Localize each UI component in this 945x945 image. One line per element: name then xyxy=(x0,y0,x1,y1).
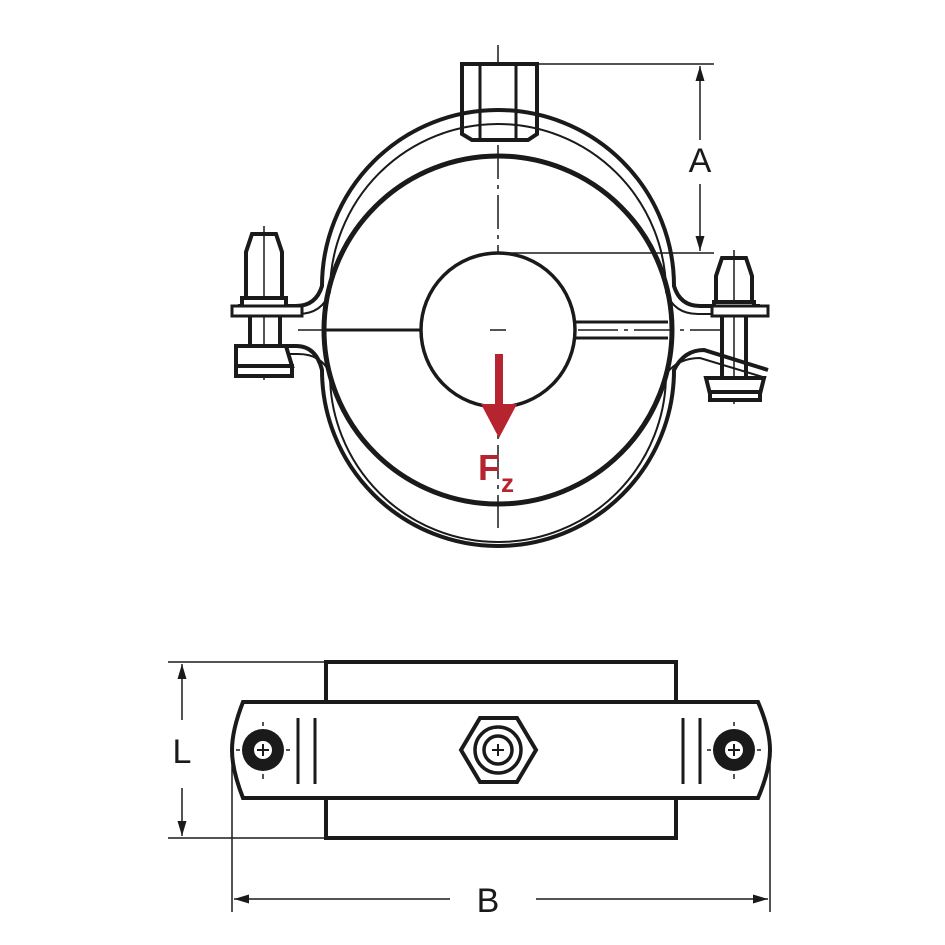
force-symbol: F xyxy=(478,447,500,488)
hex-nut xyxy=(458,716,539,784)
clamp-band xyxy=(238,108,769,548)
force-label: Fz xyxy=(478,447,514,498)
dimension-b xyxy=(231,760,771,912)
top-view: L B xyxy=(168,660,773,920)
front-view: A Fz xyxy=(230,45,770,548)
left-screw xyxy=(230,226,304,380)
dimension-l-label: L xyxy=(173,733,192,771)
force-arrow xyxy=(481,354,517,438)
force-subscript: z xyxy=(501,468,514,498)
right-bend-marks xyxy=(681,718,702,784)
dimension-l xyxy=(168,661,326,839)
liner-outline xyxy=(324,660,678,840)
left-bend-marks xyxy=(296,718,317,784)
dimension-a xyxy=(498,63,714,254)
left-screw-head xyxy=(236,722,290,779)
dimension-b-label: B xyxy=(477,882,500,920)
dimension-a-label: A xyxy=(689,142,712,180)
right-screw-head xyxy=(707,722,761,779)
right-screw xyxy=(703,250,770,404)
connector-nut xyxy=(460,62,539,142)
liner-slot-right xyxy=(576,320,668,340)
